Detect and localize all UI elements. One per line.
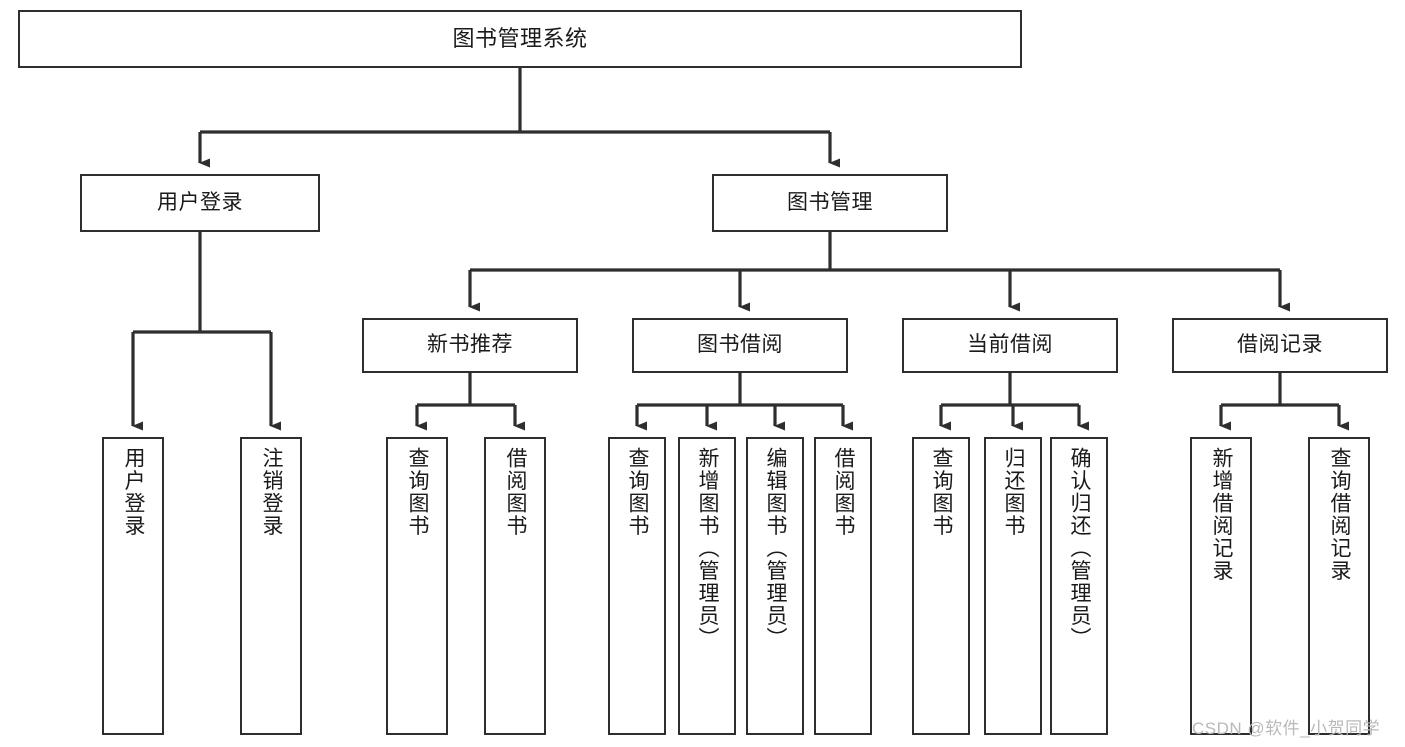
node-new-book-recommend[interactable]: 新书推荐 xyxy=(362,318,578,373)
node-root-label: 图书管理系统 xyxy=(452,26,588,52)
leaf-node-7-label: 编辑图书（管理员） xyxy=(764,447,788,650)
leaf-node-12[interactable]: 新增借阅记录 xyxy=(1190,437,1252,735)
leaf-node-11[interactable]: 确认归还（管理员） xyxy=(1050,437,1108,735)
leaf-node-5[interactable]: 查询图书 xyxy=(608,437,666,735)
leaf-node-2-label: 注销登录 xyxy=(260,447,284,537)
node-root[interactable]: 图书管理系统 xyxy=(18,10,1022,68)
leaf-node-3[interactable]: 查询图书 xyxy=(386,437,448,735)
node-book-management-label: 图书管理 xyxy=(787,190,873,214)
leaf-node-11-label: 确认归还（管理员） xyxy=(1068,447,1092,650)
node-user-login[interactable]: 用户登录 xyxy=(80,174,320,232)
leaf-node-5-label: 查询图书 xyxy=(626,447,650,537)
leaf-node-1[interactable]: 用户登录 xyxy=(102,437,164,735)
leaf-node-4[interactable]: 借阅图书 xyxy=(484,437,546,735)
leaf-node-1-label: 用户登录 xyxy=(122,447,146,537)
leaf-node-7[interactable]: 编辑图书（管理员） xyxy=(746,437,804,735)
leaf-node-9[interactable]: 查询图书 xyxy=(912,437,970,735)
node-book-borrow-label: 图书借阅 xyxy=(697,333,783,357)
node-current-borrow[interactable]: 当前借阅 xyxy=(902,318,1118,373)
leaf-node-13[interactable]: 查询借阅记录 xyxy=(1308,437,1370,735)
leaf-node-13-label: 查询借阅记录 xyxy=(1328,447,1352,582)
leaf-node-9-label: 查询图书 xyxy=(930,447,954,537)
leaf-node-10-label: 归还图书 xyxy=(1002,447,1026,537)
node-current-borrow-label: 当前借阅 xyxy=(967,333,1053,357)
leaf-node-6[interactable]: 新增图书（管理员） xyxy=(678,437,736,735)
leaf-node-3-label: 查询图书 xyxy=(406,447,430,537)
leaf-node-8[interactable]: 借阅图书 xyxy=(814,437,872,735)
leaf-node-6-label: 新增图书（管理员） xyxy=(696,447,720,650)
leaf-node-12-label: 新增借阅记录 xyxy=(1210,447,1234,582)
node-borrow-records-label: 借阅记录 xyxy=(1237,333,1323,357)
leaf-node-2[interactable]: 注销登录 xyxy=(240,437,302,735)
node-book-management[interactable]: 图书管理 xyxy=(712,174,948,232)
leaf-node-10[interactable]: 归还图书 xyxy=(984,437,1042,735)
leaf-node-8-label: 借阅图书 xyxy=(832,447,856,537)
node-user-login-label: 用户登录 xyxy=(157,190,243,214)
node-borrow-records[interactable]: 借阅记录 xyxy=(1172,318,1388,373)
leaf-node-4-label: 借阅图书 xyxy=(504,447,528,537)
node-new-book-recommend-label: 新书推荐 xyxy=(427,333,513,357)
node-book-borrow[interactable]: 图书借阅 xyxy=(632,318,848,373)
